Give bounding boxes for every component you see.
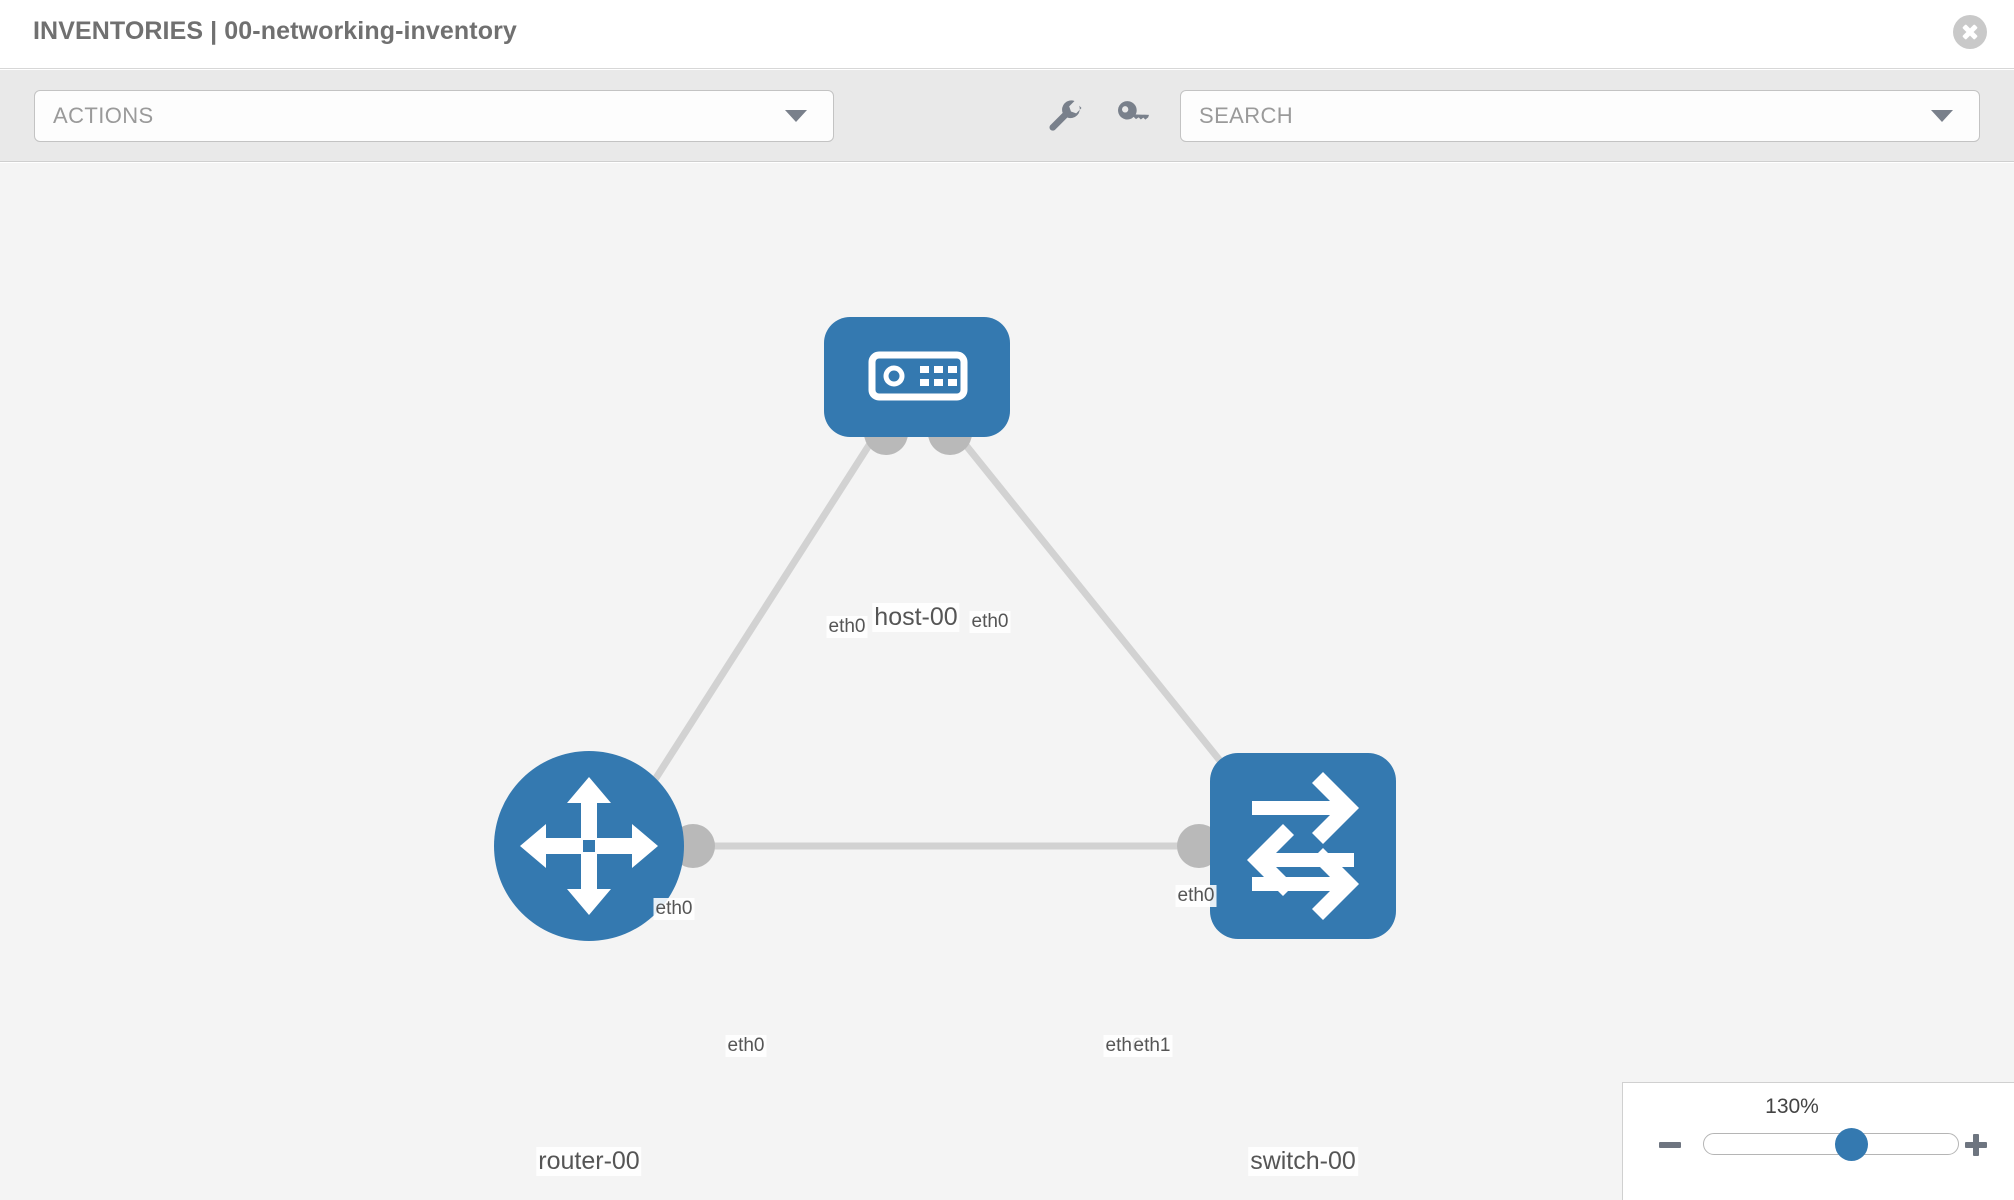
zoom-control: 130% [1622,1082,2014,1200]
node-switch-00[interactable] [1210,753,1396,939]
search-placeholder: SEARCH [1199,103,1294,128]
actions-dropdown-label: ACTIONS [53,103,154,128]
chevron-down-icon [785,110,807,122]
switch-arrows-icon [1247,772,1359,920]
topology-graph [494,317,1396,941]
zoom-percent-label: 130% [1765,1095,1819,1118]
node-label-host-00[interactable]: host-00 [872,603,960,632]
key-icon[interactable] [1113,97,1153,137]
edge-label-switch00-eth0-uplink: eth0 [1175,885,1217,907]
edge-endpoints [671,411,1259,868]
node-label-router-00[interactable]: router-00 [536,1147,642,1176]
edges [637,425,1241,850]
node-router-00[interactable] [494,751,684,941]
zoom-in-button[interactable] [1961,1130,1991,1160]
edge-label-switch00-eth1: eth1 [1131,1035,1173,1057]
page-header: INVENTORIES | 00-networking-inventory [0,0,2014,69]
actions-dropdown[interactable]: ACTIONS [34,90,834,142]
node-label-switch-00[interactable]: switch-00 [1248,1147,1358,1176]
edge-label-router00-eth0: eth0 [725,1035,767,1057]
close-icon[interactable] [1953,15,1987,49]
search-input[interactable]: SEARCH [1180,90,1980,142]
zoom-slider[interactable] [1703,1127,1959,1161]
zoom-slider-handle[interactable] [1834,1127,1868,1161]
chevron-down-icon [1931,110,1953,122]
server-icon [868,351,968,401]
zoom-out-button[interactable] [1655,1130,1685,1160]
edge-host00-switch00 [949,425,1241,786]
wrench-icon[interactable] [1045,97,1085,137]
edge-label-host00-eth0-left: eth0 [826,616,868,638]
edge-label-router00-eth0-uplink: eth0 [653,898,695,920]
edge-label-host00-eth0-right: eth0 [969,611,1011,633]
toolbar: ACTIONS SEARCH [0,70,2014,162]
router-arrows-icon [520,777,658,915]
node-host-00[interactable] [824,317,1010,437]
edge-host00-router00 [637,426,883,805]
topology-canvas[interactable]: host-00 router-00 switch-00 eth0 eth0 et… [0,163,2014,1200]
page-title: INVENTORIES | 00-networking-inventory [33,17,517,45]
